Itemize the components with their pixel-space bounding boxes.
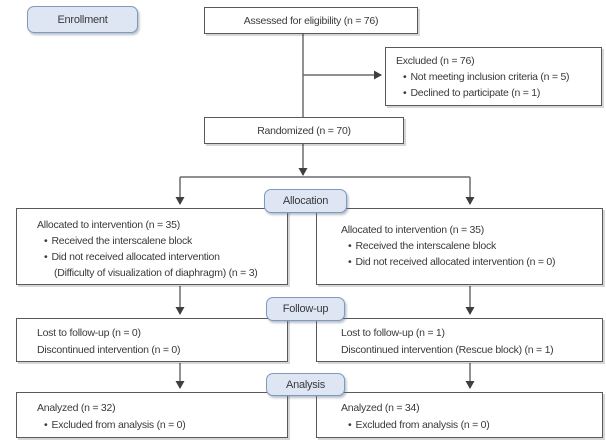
followup-stage-label-text: Follow-up [282,303,329,315]
excluded-bullet-1-text: Not meeting inclusion criteria (n = 5) [410,71,570,83]
excluded-bullet-2: •Declined to participate (n = 1) [396,85,597,101]
bullet-icon: • [403,87,407,99]
excluded-bullet-2-text: Declined to participate (n = 1) [410,87,541,99]
bullet-icon: • [348,256,352,268]
analysis-stage-label-text: Analysis [286,378,325,391]
analysis-left-bullet-1: •Excluded from analysis (n = 0) [37,417,285,434]
analysis-left-box: Analyzed (n = 32) •Excluded from analysi… [16,392,288,438]
randomized-text: Randomized (n = 70) [257,124,351,137]
analysis-left-title: Analyzed (n = 32) [37,402,116,414]
analysis-right-box: Analyzed (n = 34) •Excluded from analysi… [316,392,603,438]
allocation-left-continuation: (Difficulty of visualization of diaphrag… [54,267,258,279]
followup-right-box: Lost to follow-up (n = 1) Discontinued i… [316,318,603,362]
analysis-right-bullet-1-text: Excluded from analysis (n = 0) [355,419,490,431]
assessed-eligibility-text: Assessed for eligibility (n = 76) [243,14,379,27]
bullet-icon: • [348,240,352,252]
bullet-icon: • [44,251,48,263]
allocation-left-bullet-2: •Did not received allocated intervention [37,249,285,265]
analysis-right-bullet-1: •Excluded from analysis (n = 0) [341,417,600,434]
excluded-box: Excluded (n = 76) •Not meeting inclusion… [385,47,602,106]
followup-right-line-2: Discontinued intervention (Rescue block)… [341,344,554,356]
followup-left-line-1: Lost to follow-up (n = 0) [37,327,141,339]
allocation-right-bullet-1: •Received the interscalene block [341,238,600,254]
bullet-icon: • [44,235,48,247]
allocation-right-bullet-1-text: Received the interscalene block [355,240,496,252]
analysis-left-bullet-1-text: Excluded from analysis (n = 0) [51,419,186,431]
allocation-left-bullet-1: •Received the interscalene block [37,233,285,249]
enrollment-stage-label: Enrollment [27,6,138,33]
followup-left-box: Lost to follow-up (n = 0) Discontinued i… [16,318,288,362]
allocation-right-bullet-2: •Did not received allocated intervention… [341,254,600,270]
bullet-icon: • [44,419,48,431]
allocation-right-title: Allocated to intervention (n = 35) [341,224,484,236]
bullet-icon: • [348,419,352,431]
assessed-eligibility-box: Assessed for eligibility (n = 76) [204,7,418,34]
allocation-left-title: Allocated to intervention (n = 35) [37,219,180,231]
followup-stage-label: Follow-up [266,297,345,321]
analysis-stage-label: Analysis [266,373,345,396]
excluded-bullet-1: •Not meeting inclusion criteria (n = 5) [396,69,597,85]
excluded-title: Excluded (n = 76) [396,55,475,67]
allocation-left-bullet-1-text: Received the interscalene block [51,235,192,247]
allocation-left-box: Allocated to intervention (n = 35) •Rece… [16,208,288,285]
allocation-right-bullet-2-text: Did not received allocated intervention … [355,256,556,268]
allocation-stage-label-text: Allocation [282,195,329,207]
allocation-left-bullet-2-text: Did not received allocated intervention [51,251,220,263]
analysis-right-title: Analyzed (n = 34) [341,402,420,414]
followup-right-line-1: Lost to follow-up (n = 1) [341,327,445,339]
allocation-stage-label: Allocation [264,189,347,213]
bullet-icon: • [403,71,407,83]
randomized-box: Randomized (n = 70) [204,117,404,144]
followup-left-line-2: Discontinued intervention (n = 0) [37,344,181,356]
enrollment-stage-label-text: Enrollment [57,13,108,26]
allocation-right-box: Allocated to intervention (n = 35) •Rece… [316,208,603,285]
